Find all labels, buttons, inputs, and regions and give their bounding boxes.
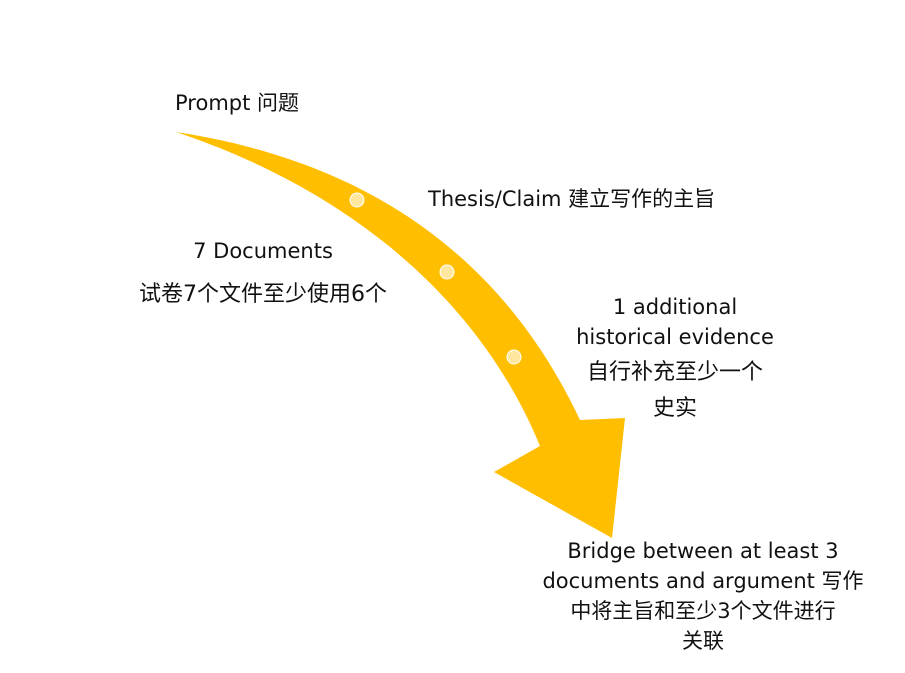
bridge-line-3: 中将主旨和至少3个文件进行 bbox=[570, 599, 836, 623]
bridge-line-2: documents and argument 写作 bbox=[542, 569, 864, 593]
documents-label: 7 Documents 试卷7个文件至少使用6个 bbox=[118, 236, 408, 310]
arrow-body bbox=[176, 132, 625, 538]
evidence-label: 1 additional historical evidence 自行补充至少一… bbox=[560, 292, 790, 424]
bridge-line-1: Bridge between at least 3 bbox=[567, 539, 839, 563]
documents-detail: 试卷7个文件至少使用6个 bbox=[139, 282, 387, 307]
bridge-line-4: 关联 bbox=[682, 629, 724, 653]
thesis-label: Thesis/Claim 建立写作的主旨 bbox=[428, 184, 715, 214]
step-dot-3 bbox=[506, 349, 522, 365]
documents-title: 7 Documents bbox=[193, 239, 333, 263]
evidence-detail-line-1: 自行补充至少一个 bbox=[586, 360, 763, 385]
evidence-title-line-1: 1 additional bbox=[612, 295, 738, 319]
thesis-text: Thesis/Claim 建立写作的主旨 bbox=[428, 187, 716, 211]
step-dot-2 bbox=[439, 264, 455, 280]
evidence-title-line-2: historical evidence bbox=[576, 325, 774, 349]
evidence-detail-line-2: 史实 bbox=[652, 396, 697, 421]
step-dot-1 bbox=[349, 192, 365, 208]
prompt-text: Prompt 问题 bbox=[175, 91, 300, 115]
prompt-label: Prompt 问题 bbox=[175, 88, 299, 118]
bridge-label: Bridge between at least 3 documents and … bbox=[538, 536, 868, 656]
